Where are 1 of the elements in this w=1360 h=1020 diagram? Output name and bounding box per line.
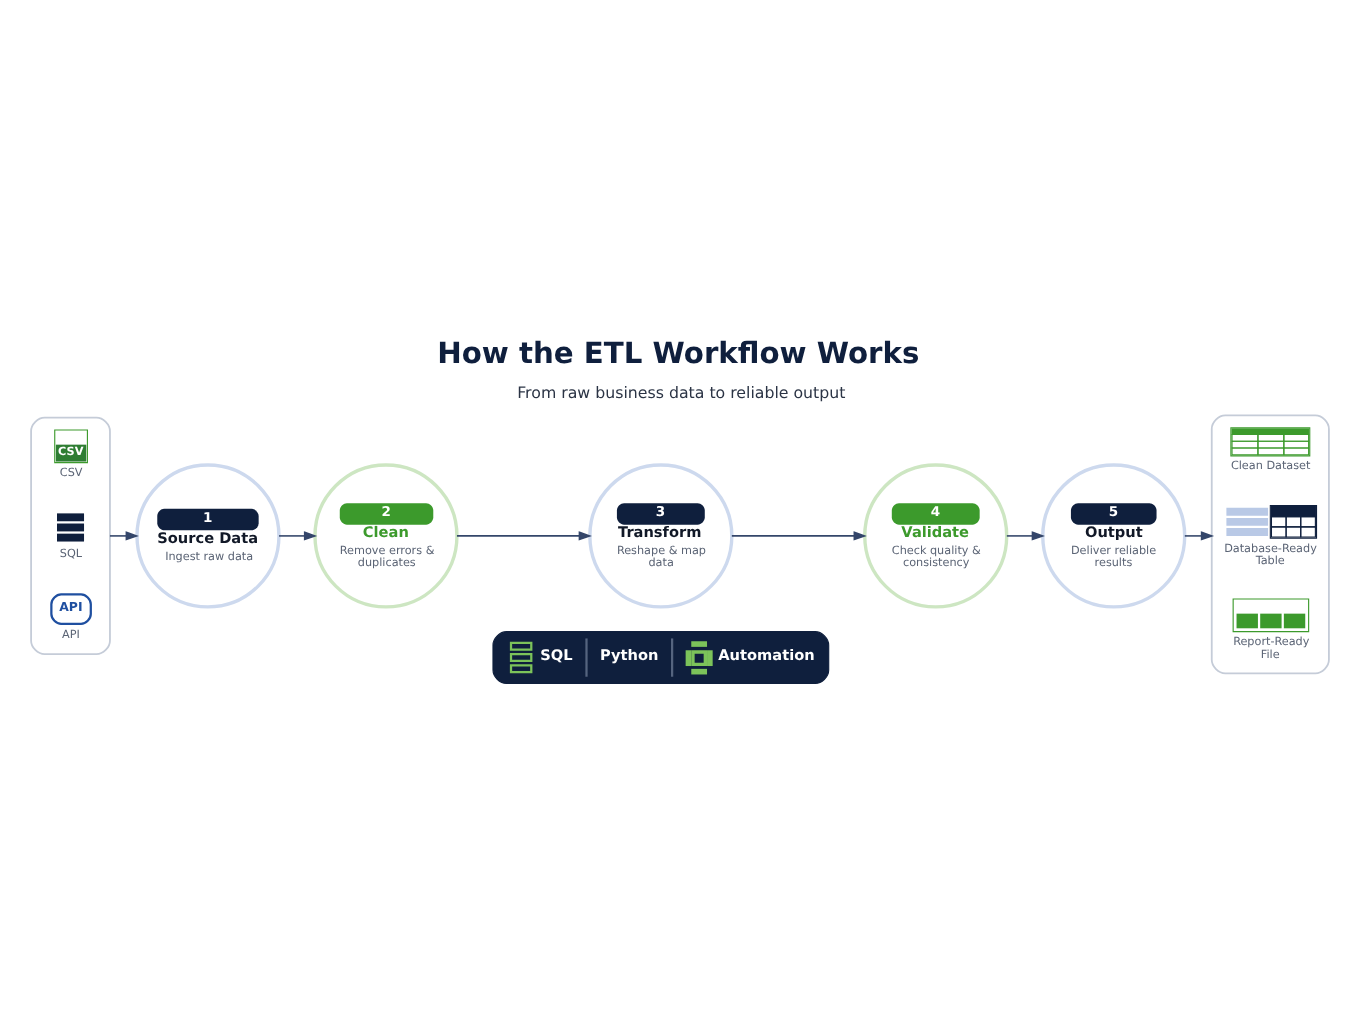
diagram-title: How the ETL Workflow Works [437,337,920,372]
